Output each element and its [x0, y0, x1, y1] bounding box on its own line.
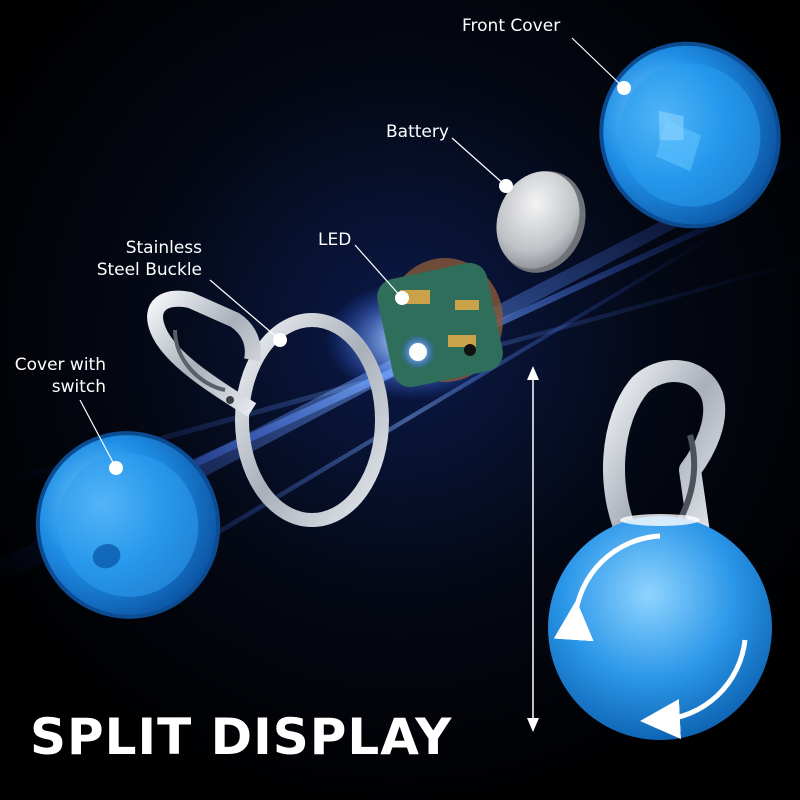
dimension-arrow: [527, 366, 539, 732]
label-front-cover: Front Cover: [462, 16, 561, 36]
label-led: LED: [318, 230, 352, 250]
battery: [496, 171, 586, 273]
label-cover-line1: Cover with: [14, 355, 106, 375]
label-stainless-steel-buckle: Stainless Steel Buckle: [94, 237, 202, 281]
assembled-light: [548, 360, 772, 740]
steel-buckle: [147, 290, 389, 527]
label-cover-with-switch: Cover with switch: [10, 354, 106, 398]
label-battery: Battery: [386, 122, 449, 142]
label-buckle-line1: Stainless: [125, 238, 202, 258]
led-module: [377, 258, 503, 388]
front-cover: [599, 41, 781, 229]
headline: SPLIT DISPLAY: [30, 708, 453, 766]
cover-with-switch: [35, 431, 221, 619]
label-cover-line2: switch: [51, 377, 106, 397]
label-buckle-line2: Steel Buckle: [96, 260, 202, 280]
callout-leaders: [79, 37, 631, 475]
